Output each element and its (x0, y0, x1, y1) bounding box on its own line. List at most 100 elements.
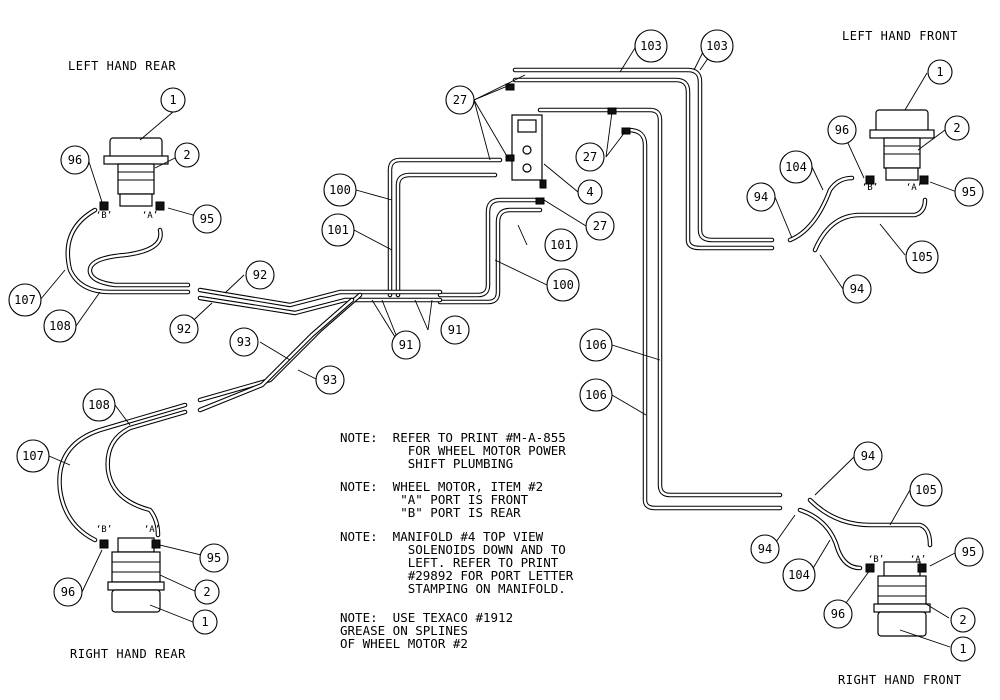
svg-text:NOTE: REFER TO PRINT #M-A-855: NOTE: REFER TO PRINT #M-A-855 FOR WHEEL … (340, 430, 618, 471)
wheel-motor-right-hand-rear (99, 537, 165, 613)
svg-text:96: 96 (68, 153, 82, 167)
callout-91: 91 (391, 330, 421, 360)
callout-107: 107 (16, 439, 50, 473)
callout-95: 95 (954, 537, 984, 567)
svg-text:1: 1 (201, 615, 208, 629)
port-label-b: ‘B’ (96, 525, 112, 535)
svg-text:104: 104 (788, 568, 810, 582)
callout-2: 2 (194, 579, 220, 605)
manifold-block (505, 83, 631, 205)
callout-101: 101 (321, 213, 355, 247)
wheel-motor-right-hand-front (865, 561, 931, 637)
port-label-b: ‘B’ (868, 555, 884, 565)
callout-94: 94 (746, 182, 776, 212)
svg-text:93: 93 (237, 335, 251, 349)
title-right-hand-front: RIGHT HAND FRONT (838, 673, 962, 687)
svg-text:107: 107 (22, 449, 44, 463)
note-4-line-2: GREASE ON SPLINES (340, 623, 468, 638)
callout-27: 27 (585, 211, 615, 241)
svg-text:92: 92 (177, 322, 191, 336)
port-label-a: ‘A’ (142, 211, 158, 221)
callout-96: 96 (827, 115, 857, 145)
callout-1: 1 (192, 609, 218, 635)
callout-bubbles: 1 2 96 95 107 108 100 101 27 27 4 27 101… (8, 29, 984, 662)
svg-text:103: 103 (706, 39, 728, 53)
callout-104: 104 (779, 150, 813, 184)
callout-105: 105 (905, 240, 939, 274)
svg-text:96: 96 (831, 607, 845, 621)
callout-94: 94 (842, 274, 872, 304)
svg-text:95: 95 (200, 212, 214, 226)
callout-100: 100 (323, 173, 357, 207)
svg-text:2: 2 (953, 121, 960, 135)
svg-text:91: 91 (399, 338, 413, 352)
note-4-line-1: NOTE: USE TEXACO #1912 (340, 610, 513, 625)
callout-96: 96 (53, 577, 83, 607)
port-label-a: ‘A’ (144, 525, 160, 535)
callout-96: 96 (60, 145, 90, 175)
svg-text:27: 27 (453, 93, 467, 107)
callout-93: 93 (315, 365, 345, 395)
callout-93: 93 (229, 327, 259, 357)
callout-2: 2 (944, 115, 970, 141)
note-2-line-3: "B" PORT IS REAR (340, 505, 521, 520)
svg-text:104: 104 (785, 160, 807, 174)
svg-text:NOTE: WHEEL MOTOR, ITEM #2: NOTE: WHEEL MOTOR, ITEM #2 "A" PORT IS F… (340, 479, 596, 520)
callout-94: 94 (853, 441, 883, 471)
note-3-line-3: LEFT. REFER TO PRINT (340, 555, 559, 570)
callout-1: 1 (160, 87, 186, 113)
callout-106: 106 (579, 378, 613, 412)
callout-2: 2 (174, 142, 200, 168)
title-left-hand-front: LEFT HAND FRONT (842, 29, 958, 43)
svg-text:100: 100 (329, 183, 351, 197)
callout-27: 27 (445, 85, 475, 115)
svg-text:96: 96 (61, 585, 75, 599)
callout-2: 2 (950, 607, 976, 633)
svg-text:4: 4 (586, 185, 593, 199)
note-3-line-2: SOLENOIDS DOWN AND TO (340, 542, 566, 557)
callout-92: 92 (245, 260, 275, 290)
callout-95: 95 (954, 177, 984, 207)
svg-text:101: 101 (327, 223, 349, 237)
svg-text:27: 27 (583, 150, 597, 164)
wheel-motor-left-hand-rear (99, 137, 169, 211)
note-2-line-1: NOTE: WHEEL MOTOR, ITEM #2 (340, 479, 543, 494)
port-label-a: ‘A’ (910, 555, 926, 565)
callout-100: 100 (546, 268, 580, 302)
svg-text:2: 2 (203, 585, 210, 599)
callout-108: 108 (82, 388, 116, 422)
callout-103: 103 (634, 29, 668, 63)
svg-text:94: 94 (758, 542, 772, 556)
svg-text:NOTE: USE TEXACO #1912: NOTE: USE TEXACO #1912 GREASE ON SPLINES… (340, 610, 566, 651)
svg-text:106: 106 (585, 388, 607, 402)
callout-96: 96 (823, 599, 853, 629)
port-label-a: ‘A’ (906, 183, 922, 193)
svg-text:93: 93 (323, 373, 337, 387)
svg-text:103: 103 (640, 39, 662, 53)
callout-95: 95 (199, 543, 229, 573)
callout-107: 107 (8, 283, 42, 317)
callout-4: 4 (577, 179, 603, 205)
svg-text:95: 95 (207, 551, 221, 565)
callout-105: 105 (909, 473, 943, 507)
svg-text:96: 96 (835, 123, 849, 137)
svg-text:107: 107 (14, 293, 36, 307)
svg-text:27: 27 (593, 219, 607, 233)
note-1-line-1: NOTE: REFER TO PRINT #M-A-855 (340, 430, 566, 445)
svg-text:91: 91 (448, 323, 462, 337)
callout-27: 27 (575, 142, 605, 172)
callout-106: 106 (579, 328, 613, 362)
callout-1: 1 (927, 59, 953, 85)
svg-text:94: 94 (861, 449, 875, 463)
note-4-line-3: OF WHEEL MOTOR #2 (340, 636, 468, 651)
port-label-b: ‘B’ (862, 183, 878, 193)
svg-text:95: 95 (962, 545, 976, 559)
svg-text:2: 2 (959, 613, 966, 627)
callout-104: 104 (782, 558, 816, 592)
callout-108: 108 (43, 309, 77, 343)
svg-text:100: 100 (552, 278, 574, 292)
wheel-motor-left-hand-front (865, 109, 935, 185)
title-right-hand-rear: RIGHT HAND REAR (70, 647, 186, 661)
hose-lines (57, 67, 933, 571)
